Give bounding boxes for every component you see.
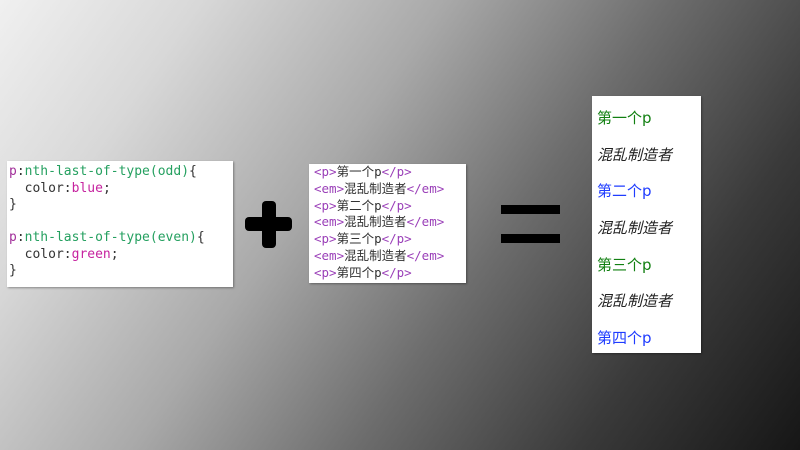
result-paragraph-2: 第二个p bbox=[597, 182, 652, 200]
result-emphasis-1: 混乱制造者 bbox=[597, 146, 673, 164]
semicolon: ; bbox=[110, 246, 119, 262]
selector-colon: : bbox=[16, 230, 25, 245]
html-line: <em>混乱制造者</em> bbox=[314, 181, 466, 198]
value: blue bbox=[71, 180, 103, 196]
rendered-result-panel: 第一个p 混乱制造者 第二个p 混乱制造者 第三个p 混乱制造者 第四个p bbox=[592, 96, 701, 353]
result-paragraph-4: 第四个p bbox=[597, 329, 652, 347]
close-tag: </p> bbox=[381, 264, 412, 280]
property: color: bbox=[9, 246, 72, 262]
css-rule-2-close: } bbox=[9, 263, 233, 280]
equals-bottom-bar bbox=[501, 234, 560, 243]
css-rule-1-close: } bbox=[9, 197, 233, 214]
html-line: <em>混乱制造者</em> bbox=[314, 248, 466, 265]
tag-content: 混乱制造者 bbox=[344, 247, 407, 263]
css-rule-1-selector-line: p:nth-last-of-type(odd){ bbox=[9, 164, 233, 181]
css-rule-2-declaration: color:green; bbox=[9, 247, 233, 264]
selector-colon: : bbox=[16, 164, 25, 179]
open-tag: <p> bbox=[314, 231, 337, 247]
html-code: <p>第一个p</p><em>混乱制造者</em><p>第二个p</p><em>… bbox=[309, 164, 466, 282]
result-emphasis-2: 混乱制造者 bbox=[597, 219, 673, 237]
equals-icon bbox=[501, 205, 560, 243]
semicolon: ; bbox=[102, 180, 111, 196]
open-tag: <p> bbox=[314, 197, 337, 213]
html-line: <p>第四个p</p> bbox=[314, 265, 466, 282]
close-tag: </em> bbox=[406, 214, 445, 230]
tag-content: 第二个p bbox=[336, 197, 382, 213]
html-line: <em>混乱制造者</em> bbox=[314, 214, 466, 231]
close-tag: </p> bbox=[381, 164, 412, 179]
open-tag: <em> bbox=[314, 180, 345, 196]
close-tag: </p> bbox=[381, 231, 412, 247]
close-brace: } bbox=[9, 197, 17, 212]
tag-content: 第一个p bbox=[336, 164, 382, 179]
close-tag: </em> bbox=[406, 180, 445, 196]
close-tag: </em> bbox=[406, 247, 445, 263]
html-line: <p>第三个p</p> bbox=[314, 231, 466, 248]
equals-top-bar bbox=[501, 205, 560, 214]
open-tag: <em> bbox=[314, 214, 345, 230]
blank-line bbox=[9, 214, 233, 231]
css-code: p:nth-last-of-type(odd){ color:blue;}p:n… bbox=[7, 161, 233, 280]
selector-pseudo-class: nth-last-of-type(odd) bbox=[24, 164, 190, 179]
result-paragraph-1: 第一个p bbox=[597, 109, 652, 127]
plus-vertical-bar bbox=[262, 201, 276, 248]
result-emphasis-3: 混乱制造者 bbox=[597, 292, 673, 310]
tag-content: 第三个p bbox=[336, 231, 382, 247]
selector-pseudo-class: nth-last-of-type(even) bbox=[24, 230, 197, 245]
property: color: bbox=[9, 180, 72, 196]
plus-icon bbox=[245, 201, 292, 248]
open-brace: { bbox=[196, 230, 205, 245]
html-line: <p>第二个p</p> bbox=[314, 198, 466, 215]
tag-content: 第四个p bbox=[336, 264, 382, 280]
css-rule-1-declaration: color:blue; bbox=[9, 181, 233, 198]
html-code-panel: <p>第一个p</p><em>混乱制造者</em><p>第二个p</p><em>… bbox=[309, 164, 466, 283]
close-brace: } bbox=[9, 263, 17, 278]
result-paragraph-3: 第三个p bbox=[597, 256, 652, 274]
selector-tag: p bbox=[9, 230, 17, 245]
tag-content: 混乱制造者 bbox=[344, 214, 407, 230]
open-brace: { bbox=[189, 164, 197, 179]
css-code-panel: p:nth-last-of-type(odd){ color:blue;}p:n… bbox=[7, 161, 233, 287]
close-tag: </p> bbox=[381, 197, 412, 213]
open-tag: <p> bbox=[314, 164, 337, 179]
css-rule-2-selector-line: p:nth-last-of-type(even){ bbox=[9, 230, 233, 247]
open-tag: <p> bbox=[314, 264, 337, 280]
value: green bbox=[71, 246, 111, 262]
selector-tag: p bbox=[9, 164, 17, 179]
tag-content: 混乱制造者 bbox=[344, 180, 407, 196]
open-tag: <em> bbox=[314, 247, 345, 263]
html-line: <p>第一个p</p> bbox=[314, 164, 466, 181]
